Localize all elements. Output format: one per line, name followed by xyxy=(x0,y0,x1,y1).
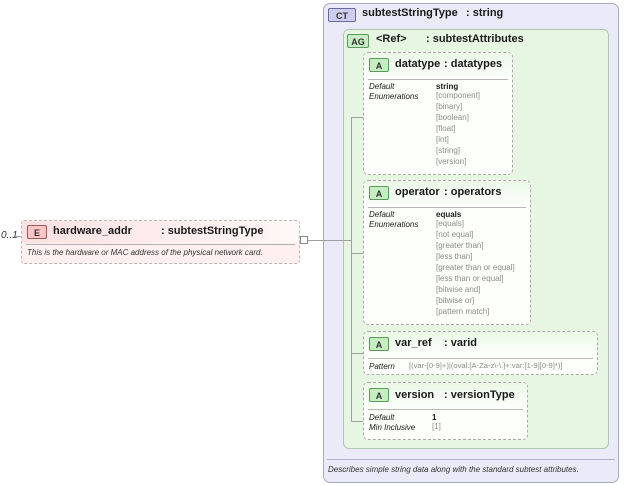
min-inclusive-value: [1] xyxy=(432,422,441,431)
attribute-type: : versionType xyxy=(444,389,515,401)
attribute-name: version xyxy=(395,389,435,401)
attribute-separator xyxy=(368,409,523,410)
element-connector xyxy=(308,240,323,241)
min-inclusive-label: Min Inclusive xyxy=(369,423,416,432)
tree-connector-datatype xyxy=(351,117,363,118)
enumeration-item: [binary] xyxy=(436,102,463,111)
attribute-type: : datatypes xyxy=(444,58,503,70)
enumeration-item: [int] xyxy=(436,135,449,144)
attribute-group-badge-icon: AG xyxy=(347,34,369,48)
tree-connector-vertical xyxy=(351,117,352,421)
attribute-badge-icon: A xyxy=(369,337,389,351)
cardinality-connector xyxy=(15,236,21,237)
enumeration-item: [version] xyxy=(436,157,467,166)
attribute-header xyxy=(364,383,527,405)
attribute-group-name: : subtestAttributes xyxy=(426,33,524,45)
attribute-datatype[interactable]: A datatype : datatypes Default string En… xyxy=(363,52,513,175)
element-type: : subtestStringType xyxy=(161,225,264,237)
attribute-header xyxy=(364,53,512,75)
attribute-name: datatype xyxy=(395,58,441,70)
enumeration-item: [less than] xyxy=(436,252,473,261)
complex-type-badge-icon: CT xyxy=(328,8,356,22)
default-label: Default xyxy=(369,413,395,422)
enumeration-item: [equals] xyxy=(436,219,465,228)
attribute-badge-icon: A xyxy=(369,58,389,72)
enumeration-item: [string] xyxy=(436,146,461,155)
element-documentation: This is the hardware or MAC address of t… xyxy=(27,248,263,257)
complex-type-base: : string xyxy=(466,7,504,19)
enumeration-item: [bitwise and] xyxy=(436,285,481,294)
enumeration-item: [pattern match] xyxy=(436,307,490,316)
attribute-version[interactable]: A version : versionType Default 1 Min In… xyxy=(363,382,528,440)
attribute-operator[interactable]: A operator : operators Default equals En… xyxy=(363,180,531,325)
default-label: Default xyxy=(369,82,395,91)
enumerations-label: Enumerations xyxy=(369,92,419,101)
complex-type-separator xyxy=(327,459,615,460)
attribute-group-ref: <Ref> xyxy=(376,33,407,45)
attribute-separator xyxy=(368,207,526,208)
attribute-var-ref[interactable]: A var_ref : varid Pattern [(var-[0-9]+)|… xyxy=(363,331,598,375)
enumeration-item: [less than or equal] xyxy=(436,274,504,283)
attribute-separator xyxy=(368,358,593,359)
default-label: Default xyxy=(369,210,395,219)
attribute-type: : varid xyxy=(444,337,478,349)
enumerations-label: Enumerations xyxy=(369,220,419,229)
attribute-name: operator xyxy=(395,186,440,198)
complex-type-documentation: Describes simple string data along with … xyxy=(328,465,579,474)
pattern-value: [(var-[0-9]+)|(oval:[A-Za-z\-\.]+:var:[1… xyxy=(409,361,563,370)
attribute-header xyxy=(364,181,530,203)
pattern-label: Pattern xyxy=(369,362,395,371)
tree-connector-var-ref xyxy=(351,353,363,354)
element-hardware-addr[interactable]: E hardware_addr : subtestStringType This… xyxy=(21,220,300,264)
element-name: hardware_addr xyxy=(53,225,132,237)
element-header xyxy=(22,221,299,243)
attribute-badge-icon: A xyxy=(369,186,389,200)
attribute-badge-icon: A xyxy=(369,388,389,402)
enumeration-item: [float] xyxy=(436,124,456,133)
element-separator xyxy=(26,244,295,245)
default-value: string xyxy=(436,82,459,91)
attribute-separator xyxy=(368,79,508,80)
enumeration-item: [greater than] xyxy=(436,241,484,250)
enumeration-item: [greater than or equal] xyxy=(436,263,515,272)
tree-connector-stub xyxy=(323,240,351,241)
enumeration-item: [bitwise or] xyxy=(436,296,475,305)
tree-connector-operator xyxy=(351,253,363,254)
enumeration-item: [not equal] xyxy=(436,230,474,239)
expand-toggle-icon[interactable] xyxy=(300,236,308,244)
attribute-type: : operators xyxy=(444,186,502,198)
enumeration-item: [boolean] xyxy=(436,113,469,122)
enumeration-item: [component] xyxy=(436,91,481,100)
element-badge-icon: E xyxy=(27,225,47,239)
default-value: 1 xyxy=(432,413,437,422)
attribute-name: var_ref xyxy=(395,337,432,349)
default-value: equals xyxy=(436,210,462,219)
tree-connector-version xyxy=(351,421,363,422)
attribute-header xyxy=(364,332,597,354)
complex-type-name: subtestStringType xyxy=(362,7,458,19)
cardinality-label: 0..1 xyxy=(1,230,18,241)
